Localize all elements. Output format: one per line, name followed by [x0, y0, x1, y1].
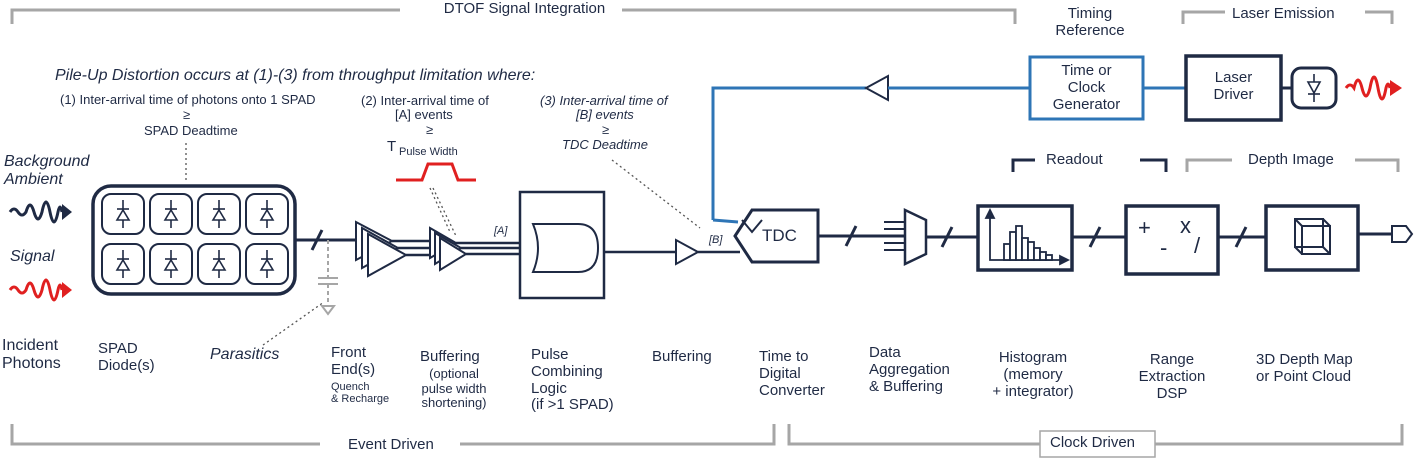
bus-slash-4: [1088, 226, 1102, 248]
dsp-minus: -: [1160, 235, 1168, 260]
bus-slash-1: [310, 229, 324, 251]
dtof-bracket-label: DTOF Signal Integration: [427, 0, 622, 18]
signal-arrowhead: [62, 282, 72, 298]
signal-tag-a: [A]: [494, 225, 508, 237]
label-pulse-combining: Pulse Combining Logic (if >1 SPAD): [531, 346, 614, 414]
condition-2-subscript: Pulse Width: [399, 146, 458, 158]
laser-arrowhead: [1390, 80, 1402, 96]
clock-driven-label: Clock Driven: [1050, 434, 1136, 451]
label-incident-photons: Incident Photons: [2, 337, 61, 372]
depth-box: [1264, 204, 1360, 272]
condition-3-ge: ≥: [602, 122, 610, 137]
label-range-extraction: Range Extraction DSP: [1138, 351, 1206, 402]
condition-3-line3: TDC Deadtime: [562, 137, 648, 152]
bracket-readout: [1011, 158, 1168, 172]
laser-emission-label: Laser Emission: [1232, 5, 1335, 22]
background-ambient-label: Background Ambient: [4, 153, 90, 188]
front-end-buffers: [355, 220, 409, 278]
laser-diode-icon: [1306, 74, 1322, 102]
condition-3-line2: [B] events: [576, 107, 634, 122]
label-buffering-1-sub: (optional pulse width shortening): [421, 366, 487, 411]
condition-2-line1: (2) Inter-arrival time of: [361, 93, 489, 108]
signal-label: Signal: [10, 248, 55, 265]
buffer-stage-1: [429, 226, 468, 272]
or-gate-icon: [531, 223, 600, 273]
laser-driver-label: Laser Driver: [1213, 69, 1254, 103]
condition-2-line2: [A] events: [395, 107, 453, 122]
parasitic-capacitor: [318, 240, 338, 316]
label-parasitics: Parasitics: [210, 346, 280, 363]
condition-1-ge: ≥: [183, 107, 191, 122]
readout-label: Readout: [1046, 151, 1103, 168]
signal-tag-b: [B]: [709, 234, 723, 246]
condition-3-line1: (3) Inter-arrival time of: [540, 93, 668, 108]
pileup-title: Pile-Up Distortion occurs at (1)-(3) fro…: [55, 67, 536, 84]
multiplexer-icon: [903, 208, 928, 266]
dsp-box: [1124, 204, 1220, 276]
annotation-pointers: [185, 143, 701, 346]
bracket-clock-driven: [787, 424, 1404, 446]
condition-2-ge: ≥: [426, 122, 434, 137]
laser-driver-box: [1184, 54, 1283, 122]
agg-input-lines: [884, 221, 905, 251]
tdc-clock-input: [741, 219, 763, 234]
timing-clock-line: [711, 86, 866, 220]
time-clock-generator-label: Time or Clock Generator: [1052, 62, 1121, 113]
diode-icon: [115, 200, 275, 278]
label-histogram: Histogram (memory + integrator): [992, 349, 1074, 400]
timing-reference-label: Timing Reference: [1055, 5, 1125, 39]
depth-image-label: Depth Image: [1248, 151, 1334, 168]
photon-signal-wave-icon: [8, 278, 64, 302]
dsp-divide: /: [1194, 233, 1201, 258]
condition-2-T: T: [387, 138, 397, 155]
bus-slash-3: [940, 226, 954, 248]
dsp-plus: +: [1138, 215, 1151, 240]
background-arrowhead: [62, 204, 72, 220]
tdc-label: TDC: [762, 226, 797, 245]
clock-driven-label-box: [1039, 430, 1156, 458]
laser-wave-icon: [1344, 75, 1392, 101]
label-buffering-2: Buffering: [652, 348, 712, 365]
photon-background-wave-icon: [8, 200, 64, 224]
histogram-icon: [984, 207, 1071, 266]
timing-to-tdc-line: [712, 218, 739, 224]
cube-icon: [1294, 218, 1331, 255]
label-front-ends: Front End(s): [331, 344, 376, 378]
timing-buffer-triangle: [863, 74, 889, 102]
bus-slash-2: [844, 225, 858, 247]
buffer-to-combiner-lines: [456, 241, 520, 256]
label-buffering-1: Buffering: [420, 348, 480, 365]
label-spad-diodes: SPAD Diode(s): [98, 340, 155, 374]
bracket-dtof: [10, 8, 1017, 24]
dsp-times: x: [1180, 213, 1191, 238]
bracket-event-driven: [10, 424, 776, 446]
condition-1-line1: (1) Inter-arrival time of photons onto 1…: [60, 92, 316, 107]
bracket-laser-emission: [1181, 10, 1394, 24]
buffer-triangle-icon: [675, 238, 701, 266]
event-driven-label: Event Driven: [348, 436, 434, 453]
label-front-ends-sub: Quench & Recharge: [331, 381, 390, 406]
label-data-aggregation: Data Aggregation & Buffering: [869, 344, 950, 395]
pulse-combining-box: [518, 190, 606, 300]
label-3d-depth-map: 3D Depth Map or Point Cloud: [1256, 351, 1353, 385]
condition-1-line2: SPAD Deadtime: [144, 123, 238, 138]
label-time-to-digital: Time to Digital Converter: [759, 348, 825, 399]
spad-array-cells: [101, 193, 289, 285]
bracket-depth-image: [1185, 158, 1400, 172]
output-arrow-icon: [1391, 225, 1414, 243]
pulse-width-icon: [396, 162, 476, 182]
bus-slash-5: [1234, 226, 1248, 248]
